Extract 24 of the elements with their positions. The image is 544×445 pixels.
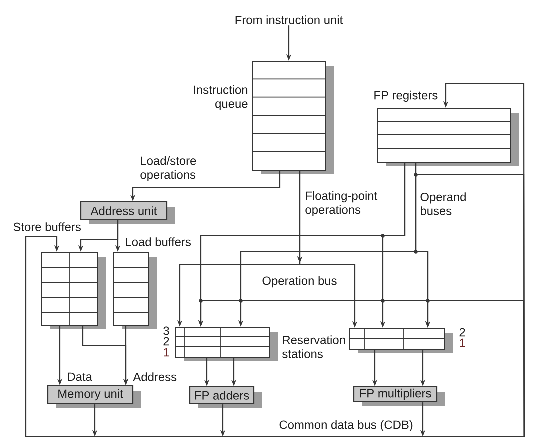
edge-label: Address — [133, 372, 177, 382]
bus-label: Common data bus (CDB) — [280, 420, 413, 432]
unit-box: FP multipliers — [353, 386, 445, 406]
table-label: FP registers — [374, 90, 438, 102]
table-label: Load buffers — [126, 238, 192, 246]
unit-box: Memory unit — [47, 385, 141, 408]
unit-box: FP adders — [189, 386, 262, 408]
unit-box: Address unit — [80, 201, 175, 224]
table-label: Instruction queue — [194, 85, 248, 111]
table-label: Store buffers — [14, 222, 81, 232]
row-number: 1 — [460, 338, 466, 348]
arrow — [415, 174, 525, 437]
edge-label: Load/store operations — [140, 156, 196, 182]
station-label: Reservation stations — [282, 336, 346, 358]
row-number: 3 — [164, 326, 170, 336]
edge-label: Floating-point operations — [306, 191, 378, 217]
bus-label: Operand buses — [420, 192, 466, 216]
row-number: 1 — [164, 348, 170, 357]
source-label: From instruction unit — [236, 16, 344, 24]
row-number: 2 — [164, 337, 170, 346]
edge-label: Data — [68, 372, 92, 382]
bus-label: Operation bus — [262, 276, 337, 288]
arrow — [25, 236, 60, 437]
row-number: 2 — [460, 328, 466, 337]
